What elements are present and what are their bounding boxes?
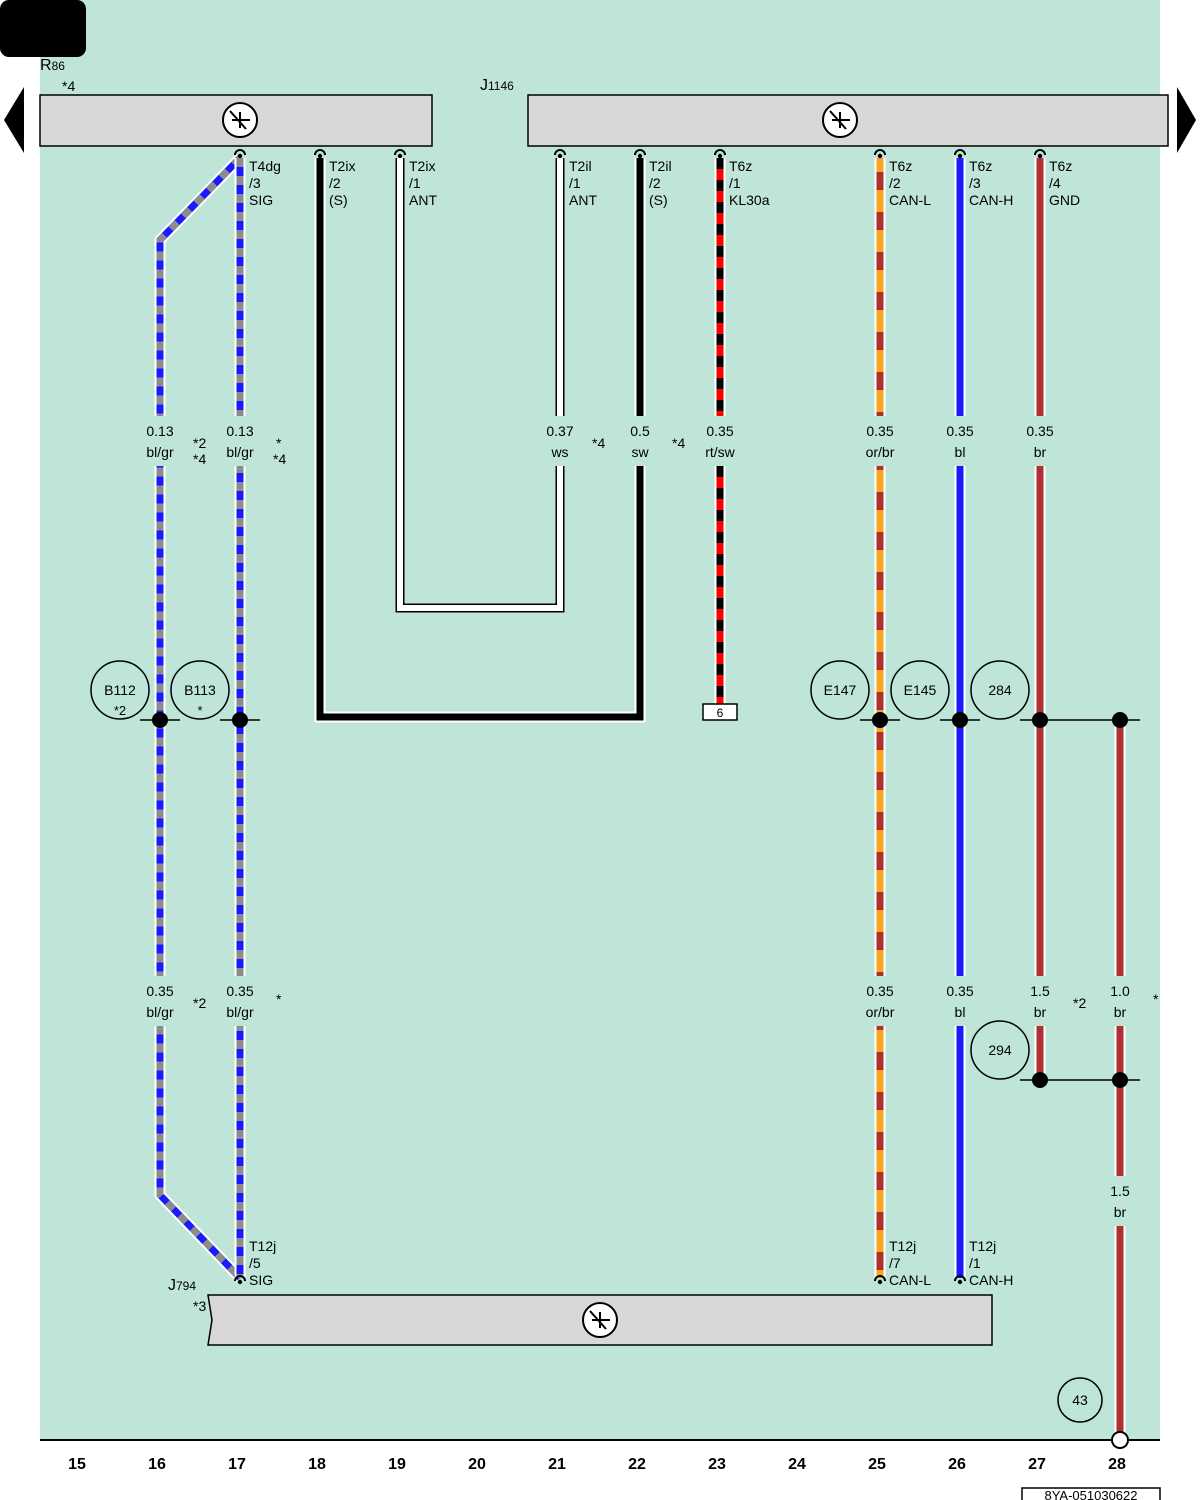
r86-label: R86	[40, 57, 65, 74]
column-number: 28	[1108, 1456, 1126, 1473]
column-number: 18	[308, 1456, 326, 1473]
connector-label: B113	[184, 682, 216, 698]
junction-dot	[1112, 712, 1128, 728]
r86-note: *4	[62, 78, 75, 94]
junction-dot	[232, 712, 248, 728]
connector-label: B112	[104, 682, 136, 698]
connector-284	[970, 660, 1030, 720]
pin-label: T2ix/2(S)	[329, 158, 355, 208]
wire-ws-loop	[395, 158, 565, 613]
connector-b113	[170, 660, 230, 720]
j794-note: *3	[193, 1298, 206, 1314]
column-number: 22	[628, 1456, 646, 1473]
previous-page-arrow-icon[interactable]	[4, 87, 24, 153]
pin-label: T2il/2(S)	[649, 158, 672, 208]
column-number: 19	[388, 1456, 406, 1473]
footnote: *2	[193, 995, 206, 1011]
footnote: *4	[672, 435, 685, 451]
junction-dot	[1032, 712, 1048, 728]
column-number: 17	[228, 1456, 246, 1473]
connector-e147	[810, 660, 870, 720]
connector-e145	[890, 660, 950, 720]
column-number: 27	[1028, 1456, 1046, 1473]
j794-label: J794	[168, 1277, 196, 1294]
column-number: 23	[708, 1456, 726, 1473]
column-number: 20	[468, 1456, 486, 1473]
component-j1146: J1146	[480, 77, 1169, 147]
page-id: 8YA-051030622	[1044, 1488, 1137, 1500]
connector-43	[1057, 1377, 1103, 1423]
connector-note: *	[197, 703, 202, 718]
junction-dot	[952, 712, 968, 728]
footnote: *	[1153, 991, 1159, 1007]
page-id-box	[1021, 1487, 1161, 1500]
column-number: 24	[788, 1456, 806, 1473]
corner-tab	[0, 0, 86, 57]
column-number: 25	[868, 1456, 886, 1473]
column-number: 21	[548, 1456, 566, 1473]
footnote: *	[276, 991, 282, 1007]
connector-294	[970, 1020, 1030, 1080]
junction-dot	[1112, 1072, 1128, 1088]
junction-dot	[1032, 1072, 1048, 1088]
column-number: 16	[148, 1456, 166, 1473]
connector-label: E145	[904, 682, 937, 698]
column-number: 26	[948, 1456, 966, 1473]
component-j794: J794 *3	[168, 1277, 993, 1346]
j1146-label: J1146	[480, 77, 514, 94]
component-r86: R86 *4	[39, 57, 433, 147]
column-number: 15	[68, 1456, 86, 1473]
ground-terminal	[1111, 1431, 1129, 1449]
footnote: *4	[592, 435, 605, 451]
junction-dot	[152, 712, 168, 728]
junction-dot	[872, 712, 888, 728]
plug-box	[702, 703, 738, 721]
connector-b112	[90, 660, 150, 720]
footnote: **4	[273, 435, 286, 467]
connector-label: E147	[824, 682, 857, 698]
connector-note: *2	[114, 703, 126, 718]
footnote: *2*4	[193, 435, 206, 467]
next-page-arrow-icon[interactable]	[1177, 87, 1196, 153]
footnote: *2	[1073, 995, 1086, 1011]
connector-label: 43	[1072, 1392, 1088, 1408]
connector-label: 284	[988, 682, 1012, 698]
connector-label: 294	[988, 1042, 1012, 1058]
plug-box-label: 6	[717, 706, 724, 720]
